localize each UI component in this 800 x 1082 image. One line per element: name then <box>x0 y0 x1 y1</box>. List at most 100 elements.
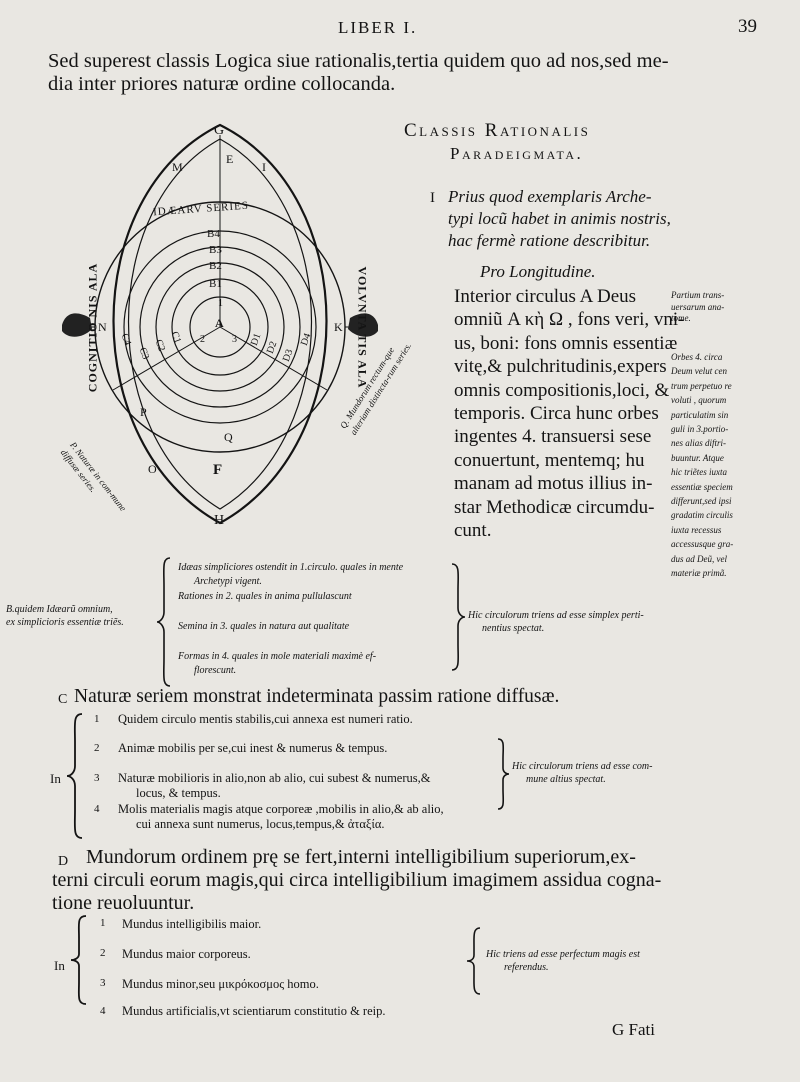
margin-note-line: accessusque gra- <box>671 539 734 550</box>
section-d-left-brace <box>70 915 87 1005</box>
section-d-number: 4 <box>100 1005 106 1017</box>
ideas-diagram <box>62 123 378 525</box>
margin-note-line: Partium trans- <box>671 290 725 300</box>
body-line: star Methodicæ circumdu- <box>454 496 655 518</box>
diagram-letter-p: P <box>140 405 147 419</box>
section-c-heading: Naturæ seriem monstrat indeterminata pas… <box>74 686 560 707</box>
section-d-in: In <box>54 958 65 973</box>
section-c-right-brace <box>497 738 510 810</box>
item-lead-line: hac fermè ratione describitur. <box>448 231 651 250</box>
margin-note-line: Orbes 4. circa <box>671 352 723 362</box>
diagram-letter-q: Q <box>224 430 233 444</box>
section-c-item: Molis materialis magis atque corporeæ ,m… <box>118 802 444 816</box>
intro-line-1: Sed superest classis Logica siue rationa… <box>48 50 669 72</box>
section-c-in: In <box>50 771 61 786</box>
catchword: G Fati <box>612 1020 655 1039</box>
body-line: conuertunt, mentemq; hu <box>454 449 645 471</box>
margin-note-line: nes alias diftri- <box>671 438 727 449</box>
item-lead-line: Prius quod exemplaris Arche- <box>448 187 652 206</box>
section-d-number: 1 <box>100 917 106 929</box>
section-c-item: locus, & tempus. <box>136 786 221 800</box>
margin-note-line: iuxta recessus <box>671 524 722 535</box>
margin-note-line: voluti , quorum <box>671 395 727 406</box>
diagram-letter-e: E <box>226 152 234 166</box>
diagram-letter-n: N <box>98 320 107 334</box>
body-line: cunt. <box>454 520 492 542</box>
margin-note-line: gradatim circulis <box>671 510 733 521</box>
item-numeral: I <box>430 190 435 206</box>
margin-note-line: guli in 3.portio- <box>671 424 729 435</box>
section-c-letter: C <box>58 692 68 707</box>
margin-note-line: dus ad Deũ, vel <box>671 553 727 564</box>
body-line: manam ad motus illius in- <box>454 473 653 495</box>
margin-note-line: uersarum ana- <box>671 301 725 312</box>
margin-note-2: Orbes 4. circa Deum velut cen trum perpe… <box>671 350 733 581</box>
right-note-line: Hic triens ad esse perfectum magis est <box>486 949 640 960</box>
section-c-number: 2 <box>94 742 100 754</box>
section-d-line-2: terni circuli eorum magis,qui circa inte… <box>52 869 662 891</box>
inner-number-3: 3 <box>232 334 237 345</box>
margin-note-line: particulatim sin <box>671 409 729 420</box>
body-line: omnis compositionis,loci, & <box>454 379 670 401</box>
section-subtitle: Paradeigmata. <box>450 144 584 163</box>
ring-label-b3: B3 <box>209 244 222 256</box>
right-note-line: nentius spectat. <box>482 623 545 634</box>
body-line: vitę,& pulchritudinis,expers <box>454 356 667 378</box>
ring-label-b2: B2 <box>209 260 222 272</box>
section-d-line-3: tione reuoluuntur. <box>52 892 195 914</box>
margin-note-line: Deum velut cen <box>671 366 727 377</box>
section-b-item: Formas in 4. quales in mole materiali ma… <box>178 651 377 662</box>
diagram-letter-i: I <box>262 160 266 174</box>
ring-label-b4: B4 <box>207 228 220 240</box>
diagram-letter-f: F <box>213 462 223 478</box>
section-c-item: cui annexa sunt numerus, locus,tempus,& … <box>136 817 385 831</box>
margin-note-1: Partium trans- uersarum ana- tome. <box>671 290 724 325</box>
body-line: Interior circulus A Deus <box>454 286 637 307</box>
inner-number-1: 1 <box>218 298 223 309</box>
diagram-letter-g: G <box>214 123 225 138</box>
section-d-item: Mundus artificialis,vt scientiarum const… <box>122 1004 386 1018</box>
section-d-right-note: Hic triens ad esse perfectum magis est r… <box>486 948 640 974</box>
right-wing-icon <box>348 313 378 337</box>
section-c-item: Quidem circulo mentis stabilis,cui annex… <box>118 712 413 726</box>
section-b-item: Archetypi vigent. <box>194 576 262 587</box>
body-line: ingentes 4. transuersi sese <box>454 426 652 448</box>
section-b-right-note: Hic circulorum triens ad esse simplex pe… <box>468 609 644 635</box>
section-c-number: 3 <box>94 772 100 784</box>
margin-note-line: hic triẽtes iuxta <box>671 467 727 478</box>
subhead: Pro Longitudine. <box>480 262 596 281</box>
right-note-line: Hic circulorum triens ad esse com- <box>512 761 653 772</box>
section-d-right-brace <box>466 927 481 995</box>
margin-note-line: trum perpetuo re <box>671 380 732 391</box>
diagram-letter-o: O <box>148 462 157 476</box>
diagram-letter-a: A <box>215 316 224 330</box>
left-wing-icon <box>62 313 92 337</box>
section-c-item: Animæ mobilis per se,cui inest & numerus… <box>118 741 388 755</box>
margin-note-line: buuntur. Atque <box>671 452 724 463</box>
margin-note-line: tome. <box>671 313 691 323</box>
section-b-right-brace <box>451 563 466 671</box>
body-line: omniũ Α κὴ Ω , fons veri, vni- <box>454 309 685 331</box>
section-d-line-1: Mundorum ordinem prę se fert,interni int… <box>86 846 636 868</box>
diagram-letter-h: H <box>214 513 225 528</box>
vesica-outer <box>112 123 328 525</box>
section-d-item: Mundus maior corporeus. <box>122 947 251 961</box>
margin-note-line: materiæ primã. <box>671 568 727 579</box>
section-title: Classis Rationalis <box>404 120 591 141</box>
section-c-item: Naturæ mobilioris in alio,non ab alio, c… <box>118 771 431 785</box>
diagram-letter-k: K <box>334 320 343 334</box>
right-note-line: mune altius spectat. <box>526 774 606 785</box>
right-note-line: referendus. <box>504 962 549 973</box>
intro-line-2: dia inter priores naturæ ordine collocan… <box>48 73 396 95</box>
page-number: 39 <box>738 16 757 37</box>
right-body: Interior circulus A Deus omniũ Α κὴ Ω , … <box>454 285 684 542</box>
margin-note-line: differunt,sed ipsi <box>671 496 732 507</box>
section-c-number: 4 <box>94 803 100 815</box>
section-b-left-note: B.quidem Idæarũ omnium, ex simplicioris … <box>6 603 124 629</box>
section-c-number: 1 <box>94 713 100 725</box>
margin-note-line: essentiæ speciem <box>671 481 733 492</box>
section-c-left-brace <box>66 713 83 839</box>
section-b-item: Semina in 3. quales in natura aut qualit… <box>178 621 350 632</box>
body-line: temporis. Circa hunc orbes <box>454 403 659 425</box>
section-b-item: Idæas simpliciores ostendit in 1.circulo… <box>178 562 404 573</box>
